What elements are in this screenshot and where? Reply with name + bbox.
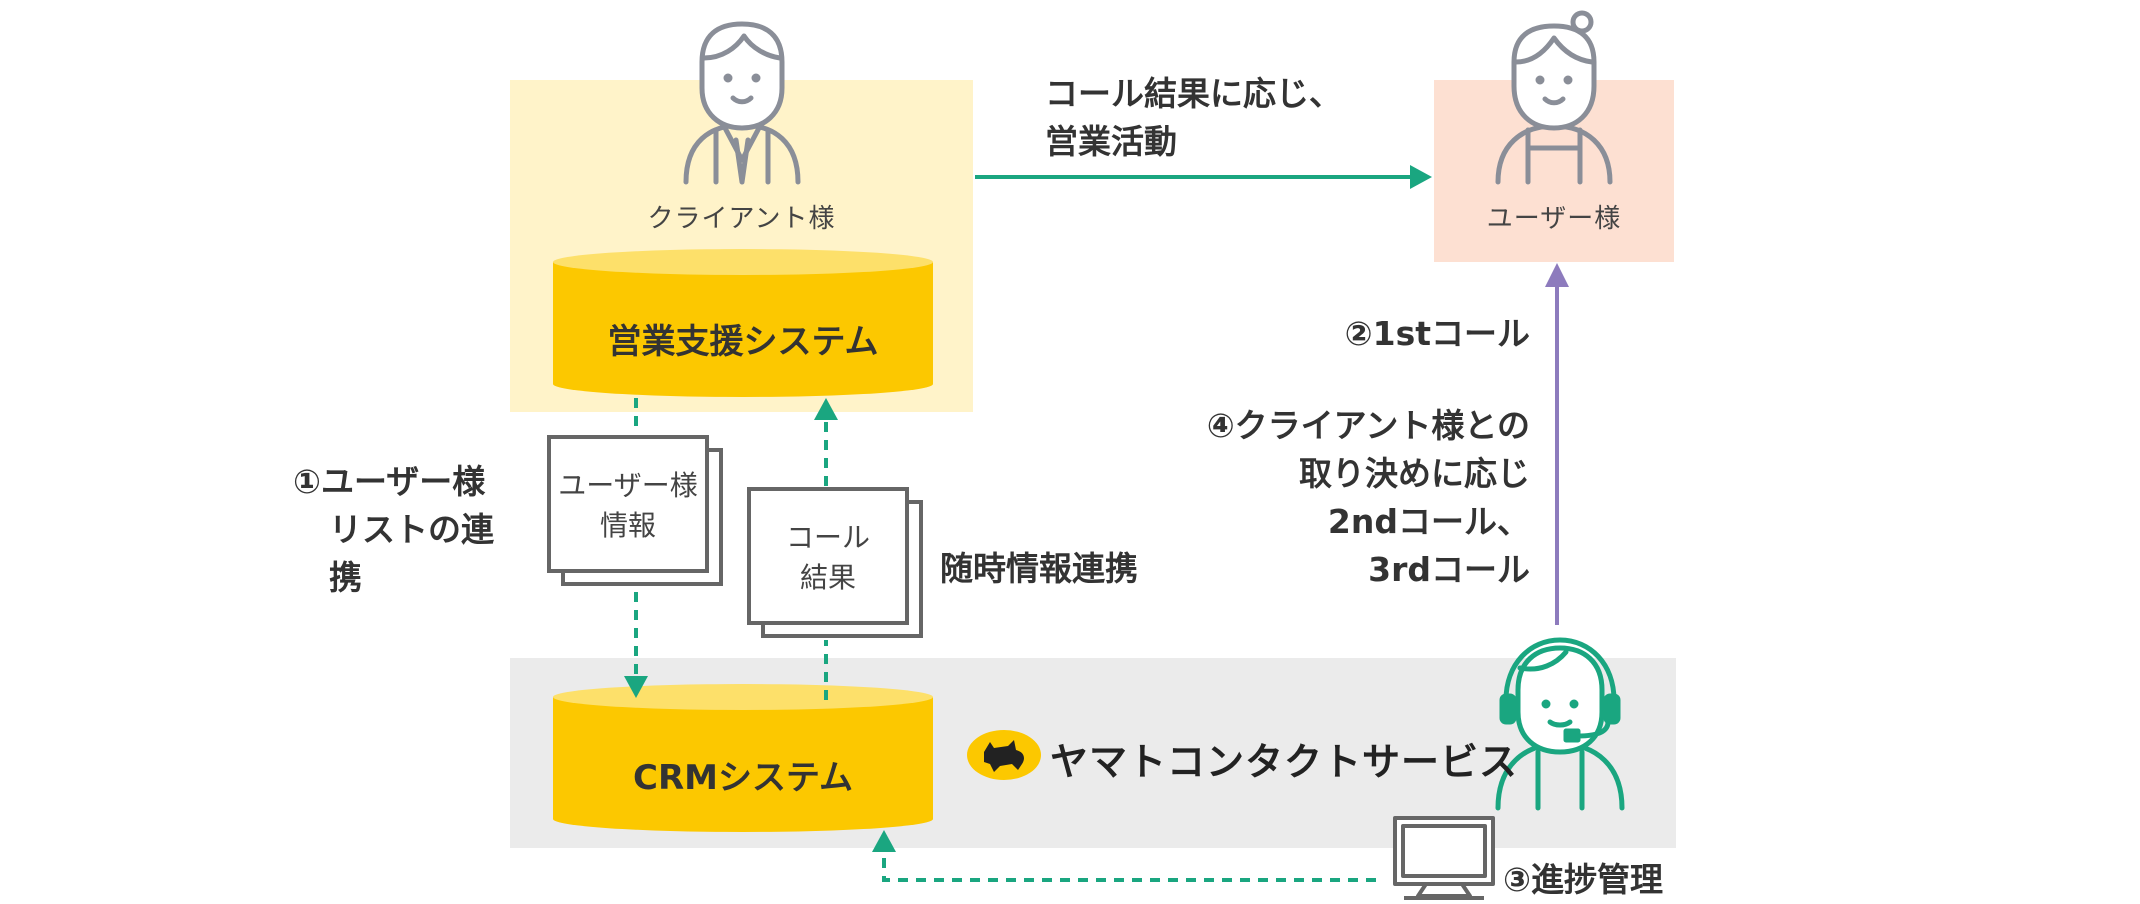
- call-result-line-2: 結果: [799, 561, 856, 594]
- client-label: クライアント様: [647, 204, 836, 234]
- realtime-label: 随時情報連携: [940, 549, 1138, 588]
- user-info-line-2: 情報: [599, 509, 656, 542]
- sales-system-label: 営業支援システム: [607, 322, 879, 362]
- user-label: ユーザー様: [1486, 204, 1622, 234]
- step4-line-1: ④クライアント様との: [1206, 406, 1530, 445]
- operator-icon: [1495, 637, 1625, 811]
- sales-activity-label: コール結果に応じ、 営業活動: [1045, 70, 1342, 166]
- call-result-doc-text: コール 結果: [749, 518, 907, 598]
- user-info-document: [547, 435, 723, 586]
- step1-label: ①ユーザー様 リストの連携: [293, 458, 523, 602]
- crm-system-cylinder: [553, 684, 933, 832]
- yamato-logo-icon: [967, 730, 1041, 780]
- sales-activity-line-2: 営業活動: [1045, 122, 1177, 161]
- step1-line-1: ①ユーザー様: [293, 462, 486, 501]
- crm-system-label: CRMシステム: [633, 758, 853, 798]
- step4-line-2: 取り決めに応じ: [1299, 454, 1530, 493]
- step4-line-4: 3rdコール: [1368, 550, 1530, 589]
- step4-line-3: 2ndコール、: [1327, 502, 1530, 541]
- brand-name: ヤマトコンタクトサービス: [1050, 740, 1519, 784]
- client-person-icon: [683, 21, 801, 185]
- sales-system-cylinder: [553, 249, 933, 397]
- step1-line-2: リストの連携: [329, 510, 494, 597]
- step2-label: ②1stコール: [1344, 314, 1530, 353]
- sales-activity-line-1: コール結果に応じ、: [1045, 74, 1342, 113]
- step4-label: ④クライアント様との 取り決めに応じ 2ndコール、 3rdコール: [1160, 402, 1530, 594]
- user-person-icon: [1495, 10, 1613, 185]
- call-result-line-1: コール: [785, 521, 870, 554]
- monitor-icon: [1393, 816, 1495, 900]
- step3-label: ③進捗管理: [1503, 860, 1663, 899]
- call-result-document: [747, 487, 923, 638]
- user-info-line-1: ユーザー様: [558, 469, 698, 502]
- user-info-doc-text: ユーザー様 情報: [549, 466, 707, 546]
